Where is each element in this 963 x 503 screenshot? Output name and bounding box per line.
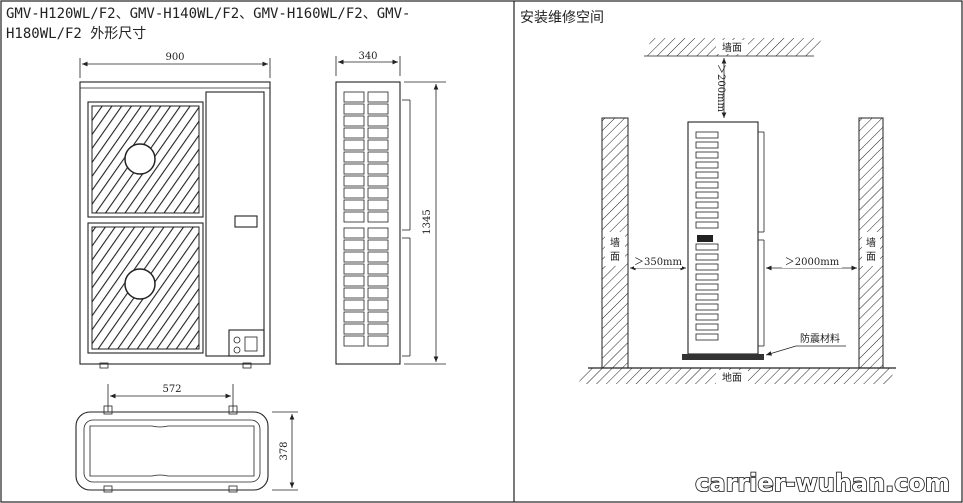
top-wall: 墙面 [644, 38, 822, 57]
fan-hub-bottom [124, 268, 156, 300]
base-outline [75, 411, 269, 491]
side-view: 340 [335, 51, 446, 365]
fan-hub-top [124, 143, 156, 175]
unit-side-view [682, 121, 765, 360]
side-depth-label: 340 [358, 51, 377, 62]
brand-plate [234, 215, 258, 228]
louver-stack-lower [343, 227, 389, 347]
model-list-line1: GMV-H120WL/F2、GMV-H140WL/F2、GMV-H160WL/F… [6, 6, 410, 22]
left-wall: 墙 面 [601, 117, 629, 369]
front-view: 900 [79, 52, 271, 369]
height-label: 1345 [422, 209, 433, 234]
left-clearance-label: ＞350mm [634, 257, 683, 268]
left-wall-label-1: 墙 [610, 236, 620, 249]
front-width-label: 900 [165, 52, 184, 63]
right-wall-label-1: 墙 [866, 236, 876, 249]
anti-vibration-label: 防震材料 [800, 332, 840, 345]
bottom-depth-label: 378 [279, 441, 290, 460]
unit-louvers [695, 131, 719, 341]
right-clearance-label: ＞2000mm [785, 257, 840, 268]
site-watermark: carrier-wuhan.com [695, 469, 950, 497]
right-wall: 墙 面 [858, 117, 884, 369]
ground: 地面 [578, 367, 896, 384]
top-clearance-label: ＞200mm [715, 64, 726, 113]
right-wall-label-2: 面 [866, 252, 876, 263]
anti-vibration-pad [682, 354, 764, 360]
top-wall-label: 墙面 [722, 41, 742, 54]
fan-grille-top [91, 105, 200, 214]
front-cabinet [79, 81, 271, 365]
side-cabinet [335, 81, 401, 365]
left-wall-label-2: 面 [610, 252, 620, 263]
ground-label: 地面 [722, 371, 742, 384]
valve-cover [228, 329, 265, 357]
bottom-view: 572 378 [75, 384, 298, 493]
louver-stack-upper [343, 91, 389, 223]
installation-clearance-title: 安装维修空间 [520, 10, 604, 26]
model-list-line2: H180WL/F2 外形尺寸 [6, 26, 146, 42]
mount-spacing-label: 572 [162, 384, 181, 395]
